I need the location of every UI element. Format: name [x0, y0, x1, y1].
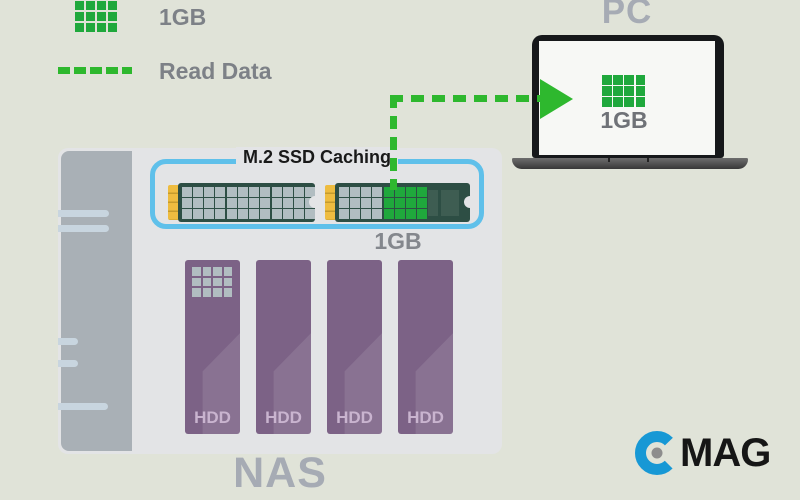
pcmag-logo-p-icon	[635, 431, 679, 475]
data-block-icon	[75, 1, 117, 32]
pcmag-logo: MAG	[634, 430, 771, 476]
ssd-connector-pins-icon	[325, 185, 335, 220]
nas-vent-slot	[58, 225, 109, 232]
hdd-bay-2: HDD	[256, 260, 311, 434]
pcmag-logo-text: MAG	[680, 431, 771, 475]
pc-title: PC	[601, 0, 653, 31]
pc-data-block-icon	[602, 75, 646, 107]
ssd-pcb	[178, 183, 321, 222]
read-data-path-vertical	[390, 95, 397, 190]
read-data-arrow-icon	[540, 79, 573, 119]
ssd-controller-chip	[428, 190, 438, 216]
m2-ssd-2	[325, 183, 476, 222]
hdd-bay-4: HDD	[398, 260, 453, 434]
nas-cache-size-label: 1GB	[374, 228, 422, 254]
ssd-chip-grid	[339, 187, 382, 219]
hdd-label: HDD	[265, 408, 302, 427]
ssd-notch	[309, 196, 321, 208]
pc-cache-size-label: 1GB	[600, 107, 648, 133]
nas-side-panel	[61, 151, 132, 451]
hdd-label: HDD	[194, 408, 231, 427]
laptop-base	[512, 158, 748, 169]
read-data-dash-icon	[58, 67, 132, 74]
ssd-cached-data-grid	[384, 187, 427, 219]
hdd-bay-3: HDD	[327, 260, 382, 434]
hdd-label: HDD	[407, 408, 444, 427]
hdd-bay-1: HDD	[185, 260, 240, 434]
read-data-path-horizontal	[390, 95, 543, 102]
ssd-pcb	[335, 183, 476, 222]
ssd-chip-grid	[182, 187, 225, 219]
hdd-data-block-icon	[192, 267, 232, 297]
nas-title: NAS	[233, 449, 327, 497]
ssd-controller-chip	[441, 190, 459, 216]
nas-vent-slot	[58, 403, 108, 410]
ssd-chip-grid	[227, 187, 270, 219]
legend-read-data-label: Read Data	[159, 58, 272, 84]
nas-enclosure: 1GB HDD HDD HDD HDD	[58, 148, 502, 454]
hdd-label: HDD	[336, 408, 373, 427]
m2-ssd-1	[168, 183, 321, 222]
ssd-connector-pins-icon	[168, 185, 178, 220]
ssd-notch	[464, 196, 476, 208]
m2-caching-title: M.2 SSD Caching	[150, 147, 484, 168]
nas-vent-slot	[58, 210, 109, 217]
nas-vent-slot	[58, 338, 78, 345]
legend-cache-size-label: 1GB	[159, 4, 207, 30]
nas-vent-slot	[58, 360, 78, 367]
